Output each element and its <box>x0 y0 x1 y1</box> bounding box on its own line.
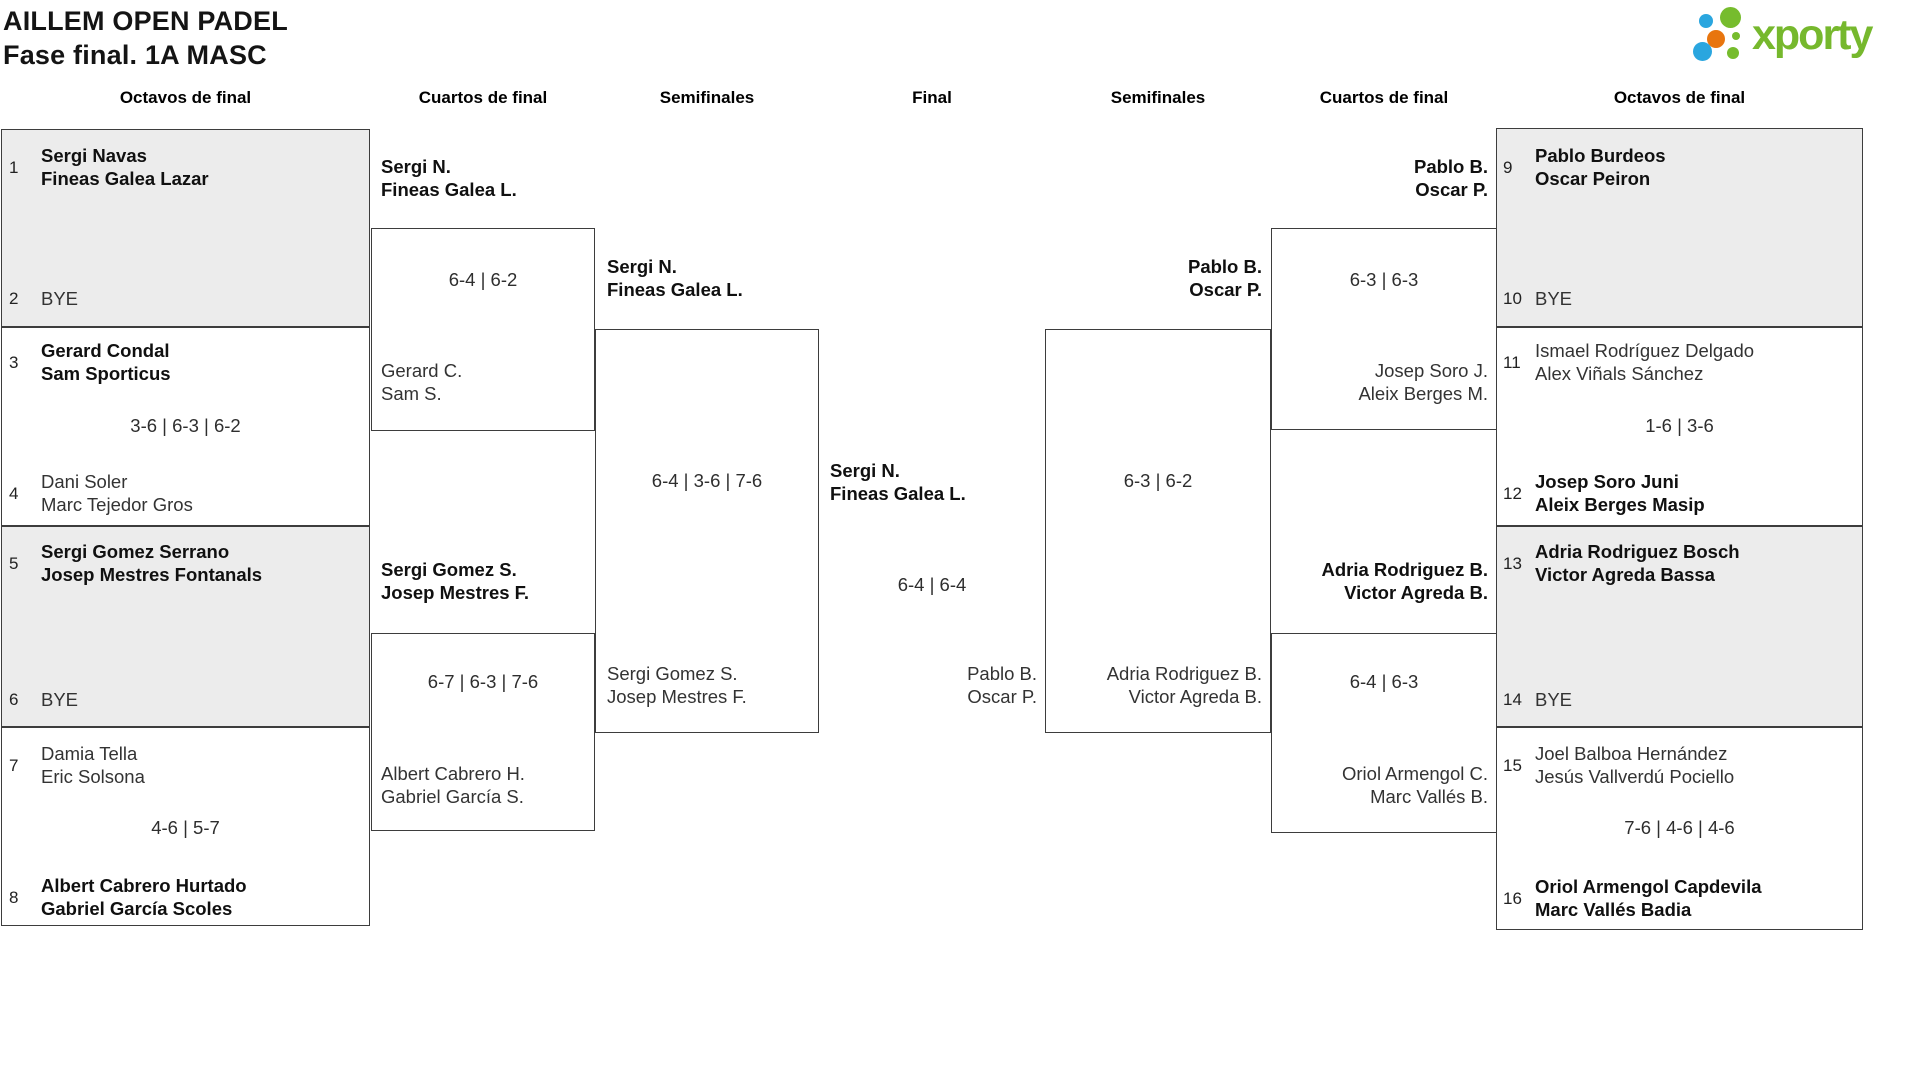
logo-dot-icon <box>1720 7 1741 28</box>
seed-number: 3 <box>9 352 19 372</box>
seed-number: 2 <box>9 289 19 308</box>
seed-number: 6 <box>9 690 19 709</box>
round-header-semifinales-right: Semifinales <box>1110 88 1206 107</box>
match-box-octavos-7 <box>1496 526 1863 727</box>
advancing-team: Pablo B. Oscar P. <box>1413 156 1488 200</box>
match-score: 6-7 | 6-3 | 7-6 <box>427 671 539 692</box>
final-runner-up: Pablo B. Oscar P. <box>967 663 1037 707</box>
advancing-team: Adria Rodriguez B. Victor Agreda B. <box>1321 559 1488 603</box>
seed-number: 13 <box>1503 553 1522 573</box>
advancing-team: Albert Cabrero H. Gabriel García S. <box>381 763 525 807</box>
round-header-octavos-right: Octavos de final <box>1613 88 1746 107</box>
match-box-cuartos-right-2 <box>1271 633 1497 833</box>
logo-dot-icon <box>1699 14 1713 28</box>
match-box-octavos-2 <box>1 327 370 526</box>
seed-number: 12 <box>1503 483 1522 503</box>
match-box-cuartos-right-1 <box>1271 228 1497 430</box>
match-score: 6-4 | 3-6 | 7-6 <box>651 470 763 491</box>
advancing-team: Sergi Gomez S. Josep Mestres F. <box>381 559 530 603</box>
seed-number: 15 <box>1503 755 1522 775</box>
phase-name: Fase final. 1A MASC <box>3 40 267 70</box>
logo-dot-icon <box>1693 42 1712 61</box>
logo-dot-icon <box>1707 30 1725 48</box>
match-box-octavos-3 <box>1 526 370 727</box>
round-header-cuartos-left: Cuartos de final <box>418 88 548 107</box>
match-score: 1-6 | 3-6 <box>1645 415 1714 436</box>
match-box-octavos-4 <box>1 727 370 926</box>
seed-number: 5 <box>9 553 19 573</box>
advancing-team: Sergi Gomez S. Josep Mestres F. <box>607 663 747 707</box>
tournament-name: AILLEM OPEN PADEL <box>3 6 288 36</box>
logo-dot-icon <box>1732 32 1740 40</box>
match-box-octavos-1 <box>1 129 370 327</box>
advancing-team: Pablo B. Oscar P. <box>1187 256 1262 300</box>
team-entry-bye: 2 BYE <box>9 288 79 309</box>
match-score: 7-6 | 4-6 | 4-6 <box>1624 817 1735 838</box>
team-entry-bye: 10 BYE <box>1503 288 1573 309</box>
team-entry-bye: 14 BYE <box>1503 689 1573 710</box>
seed-number: 11 <box>1503 352 1521 372</box>
round-header-cuartos-right: Cuartos de final <box>1319 88 1449 107</box>
advancing-team: Adria Rodriguez B. Victor Agreda B. <box>1106 663 1262 707</box>
seed-number: 14 <box>1503 690 1522 709</box>
seed-number: 4 <box>9 483 19 503</box>
final-score: 6-4 | 6-4 <box>897 574 967 595</box>
seed-number: 8 <box>9 887 19 907</box>
round-header-final: Final <box>912 88 952 107</box>
round-header-octavos-left: Octavos de final <box>119 88 252 107</box>
logo-dot-icon <box>1727 47 1739 59</box>
match-box-semifinal-right <box>1045 329 1271 733</box>
match-score: 3-6 | 6-3 | 6-2 <box>130 415 241 436</box>
seed-number: 9 <box>1503 157 1513 177</box>
match-box-cuartos-left-1 <box>371 228 595 431</box>
team-entry-bye: 6 BYE <box>9 689 79 710</box>
match-score: 6-4 | 6-3 <box>1349 671 1419 692</box>
logo-text: xporty <box>1752 11 1873 59</box>
match-box-semifinal-left <box>595 329 819 733</box>
advancing-team: Josep Soro J. Aleix Berges M. <box>1358 360 1488 404</box>
advancing-team: Gerard C. Sam S. <box>381 360 463 404</box>
page-title: AILLEM OPEN PADEL Fase final. 1A MASC <box>3 4 288 72</box>
seed-number: 16 <box>1503 888 1522 908</box>
final-winner: Sergi N. Fineas Galea L. <box>830 460 966 504</box>
advancing-team: Sergi N. Fineas Galea L. <box>607 256 743 300</box>
match-box-octavos-5 <box>1496 128 1863 327</box>
match-box-octavos-6 <box>1496 327 1863 526</box>
advancing-team: Sergi N. Fineas Galea L. <box>381 156 517 200</box>
match-score: 6-4 | 6-2 <box>448 269 518 290</box>
match-box-octavos-8 <box>1496 727 1863 930</box>
advancing-team: Oriol Armengol C. Marc Vallés B. <box>1342 763 1488 807</box>
xporty-logo[interactable]: xporty <box>1686 5 1914 69</box>
round-header-semifinales-left: Semifinales <box>659 88 755 107</box>
match-box-cuartos-left-2 <box>371 633 595 831</box>
seed-number: 10 <box>1503 289 1522 308</box>
match-score: 6-3 | 6-2 <box>1123 470 1193 491</box>
seed-number: 1 <box>9 157 19 177</box>
seed-number: 7 <box>9 755 19 775</box>
match-score: 4-6 | 5-7 <box>151 817 220 838</box>
match-score: 6-3 | 6-3 <box>1349 269 1419 290</box>
